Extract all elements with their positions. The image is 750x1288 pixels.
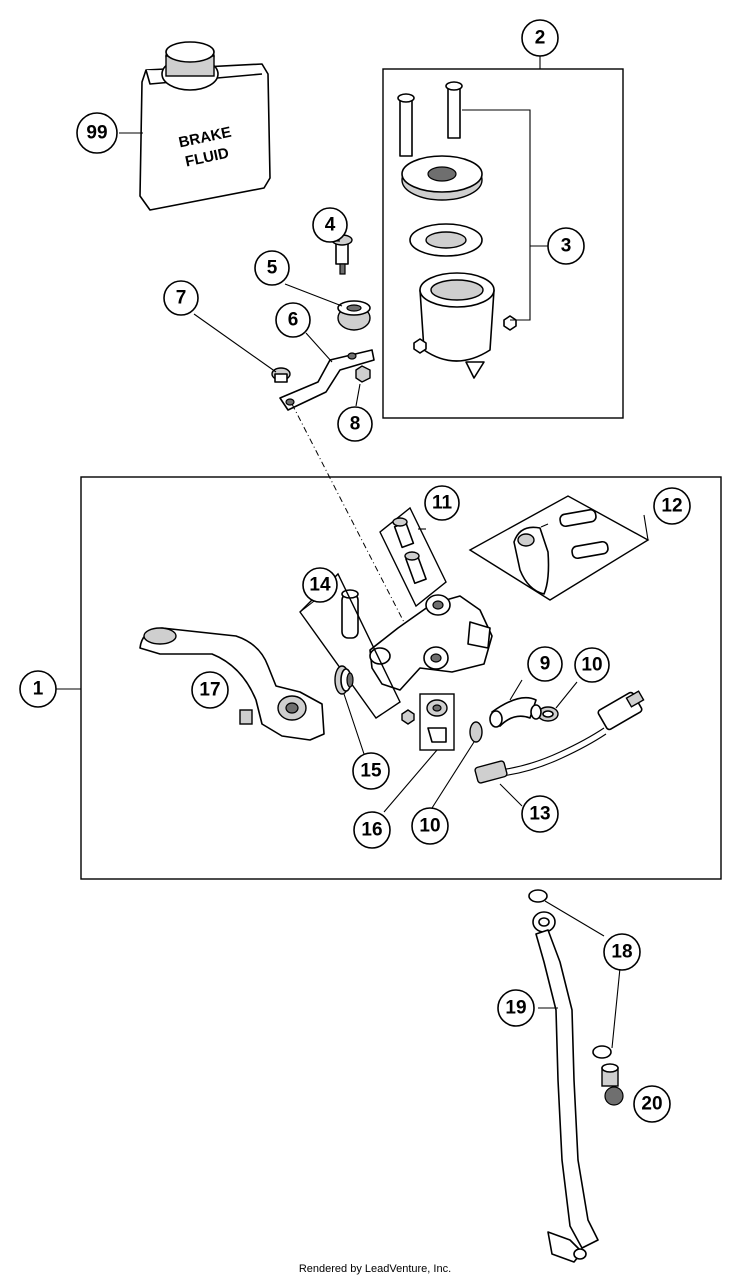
callout-14: 14 [302, 567, 338, 603]
clamp-12 [513, 508, 609, 595]
spring-15 [334, 665, 354, 695]
callout-5: 5 [254, 250, 290, 286]
render-credit: Rendered by LeadVenture, Inc. [299, 1263, 451, 1275]
callout-4: 4 [312, 207, 348, 243]
svg-text:19: 19 [505, 998, 526, 1019]
fitting-16 [401, 699, 448, 743]
switch-13 [474, 690, 645, 784]
washer-18-top [528, 889, 548, 903]
svg-text:10: 10 [419, 816, 440, 837]
svg-text:11: 11 [432, 493, 453, 514]
callout-11: 11 [424, 485, 460, 521]
svg-text:99: 99 [86, 123, 107, 144]
svg-text:3: 3 [561, 236, 572, 257]
bracket-6 [279, 349, 375, 411]
svg-text:16: 16 [361, 820, 382, 841]
reservoir-parts [397, 81, 517, 379]
callout-17: 17 [191, 671, 229, 709]
callout-20: 20 [633, 1085, 671, 1123]
group-11-frame [379, 506, 447, 608]
callout-19: 19 [497, 989, 535, 1027]
callout-6: 6 [275, 302, 311, 338]
reservoir-nut-left [413, 338, 427, 354]
callout-18: 18 [603, 933, 641, 971]
reservoir-body [419, 289, 495, 362]
callout-2: 2 [521, 19, 559, 57]
hose-9 [489, 696, 542, 728]
callout-10-right: 10 [574, 647, 610, 683]
callout-8: 8 [337, 406, 373, 442]
washer-10a [469, 721, 483, 743]
brake-hose-19 [528, 889, 624, 1263]
svg-text:20: 20 [641, 1094, 662, 1115]
callout-15: 15 [352, 752, 390, 790]
svg-text:17: 17 [199, 680, 220, 701]
leader-lines [56, 52, 649, 1049]
brake-lever-17 [139, 627, 325, 741]
svg-text:13: 13 [529, 804, 550, 825]
screw-left [399, 97, 413, 157]
svg-text:6: 6 [288, 310, 299, 331]
callout-13: 13 [521, 795, 559, 833]
svg-text:4: 4 [325, 215, 336, 236]
callout-9: 9 [527, 646, 563, 682]
reservoir-nut-right [503, 315, 517, 331]
master-cylinder-group-frame [80, 476, 722, 880]
nut-8 [355, 365, 371, 383]
svg-text:14: 14 [309, 575, 331, 596]
callout-3: 3 [547, 227, 585, 265]
svg-text:15: 15 [360, 761, 382, 782]
callout-12: 12 [653, 487, 691, 525]
reservoir-group-frame [382, 68, 624, 419]
svg-text:10: 10 [581, 655, 602, 676]
screw-right [447, 85, 461, 139]
svg-text:2: 2 [535, 28, 546, 49]
callout-7: 7 [163, 280, 199, 316]
svg-text:18: 18 [611, 942, 632, 963]
svg-text:7: 7 [176, 288, 187, 309]
callout-1: 1 [19, 670, 57, 708]
alignment-line [291, 403, 409, 631]
washer-18-bottom [592, 1045, 612, 1059]
svg-text:12: 12 [661, 496, 682, 517]
svg-text:8: 8 [350, 414, 361, 435]
pushrod-14 [341, 593, 359, 639]
callout-16: 16 [353, 811, 391, 849]
callout-10-bottom: 10 [411, 807, 449, 845]
svg-text:1: 1 [33, 679, 44, 700]
callout-99: 99 [76, 112, 118, 154]
svg-text:9: 9 [540, 654, 551, 675]
master-cylinder-body [341, 589, 493, 691]
svg-text:5: 5 [267, 258, 278, 279]
group-12-frame [468, 495, 650, 601]
brake-fluid-bottle: BRAKE FLUID [139, 41, 271, 211]
bleed-nipple-11 [392, 517, 427, 585]
